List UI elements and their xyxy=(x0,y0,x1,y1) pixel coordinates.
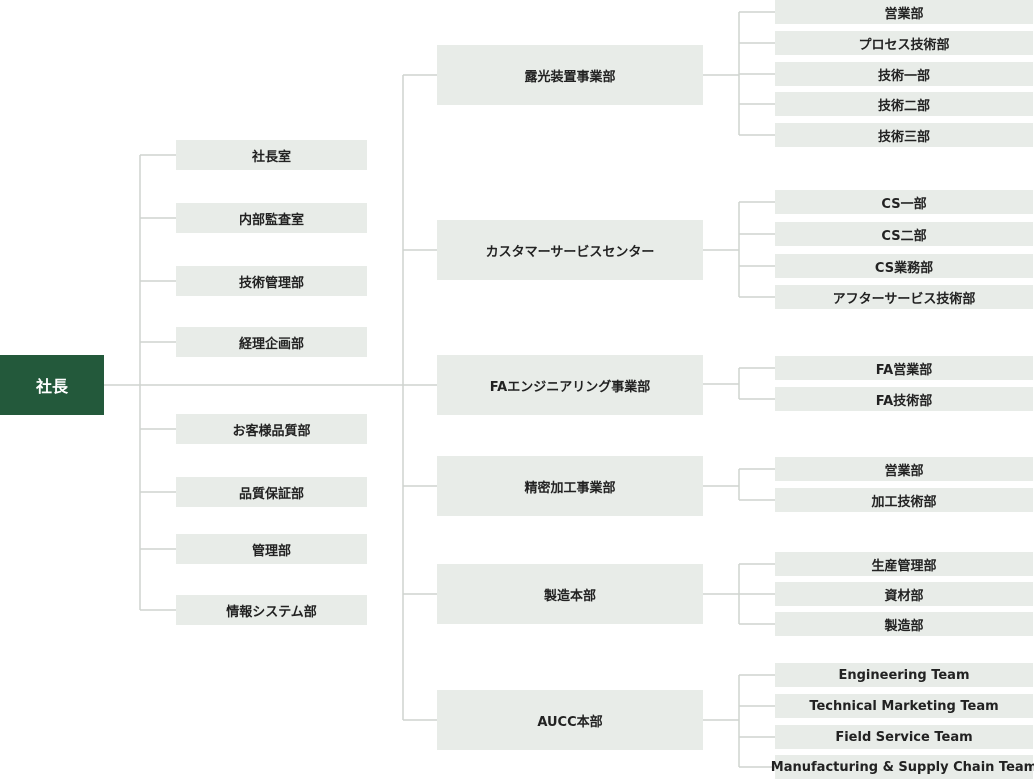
staff-node: 経理企画部 xyxy=(176,327,367,357)
staff-node: 技術管理部 xyxy=(176,266,367,296)
department-node: Field Service Team xyxy=(775,725,1033,749)
department-node: Engineering Team xyxy=(775,663,1033,687)
department-node: 資材部 xyxy=(775,582,1033,606)
division-node: 精密加工事業部 xyxy=(437,456,703,516)
department-node: FA営業部 xyxy=(775,356,1033,380)
department-node: アフターサービス技術部 xyxy=(775,285,1033,309)
division-node: AUCC本部 xyxy=(437,690,703,750)
department-node: FA技術部 xyxy=(775,387,1033,411)
department-node: 加工技術部 xyxy=(775,488,1033,512)
department-node: 営業部 xyxy=(775,0,1033,24)
staff-node: 社長室 xyxy=(176,140,367,170)
department-node: Technical Marketing Team xyxy=(775,694,1033,718)
division-node: 製造本部 xyxy=(437,564,703,624)
division-node: カスタマーサービスセンター xyxy=(437,220,703,280)
department-node: CS業務部 xyxy=(775,254,1033,278)
department-node: Manufacturing & Supply Chain Team xyxy=(771,755,1034,779)
staff-node: 管理部 xyxy=(176,534,367,564)
staff-node: 品質保証部 xyxy=(176,477,367,507)
root-node: 社長 xyxy=(0,355,104,415)
division-node: FAエンジニアリング事業部 xyxy=(437,355,703,415)
department-node: プロセス技術部 xyxy=(775,31,1033,55)
department-node: 生産管理部 xyxy=(775,552,1033,576)
department-node: 技術三部 xyxy=(775,123,1033,147)
staff-node: 情報システム部 xyxy=(176,595,367,625)
department-node: 技術一部 xyxy=(775,62,1033,86)
department-node: 技術二部 xyxy=(775,92,1033,116)
division-node: 露光装置事業部 xyxy=(437,45,703,105)
staff-node: お客様品質部 xyxy=(176,414,367,444)
department-node: 製造部 xyxy=(775,612,1033,636)
department-node: CS二部 xyxy=(775,222,1033,246)
department-node: CS一部 xyxy=(775,190,1033,214)
department-node: 営業部 xyxy=(775,457,1033,481)
staff-node: 内部監査室 xyxy=(176,203,367,233)
